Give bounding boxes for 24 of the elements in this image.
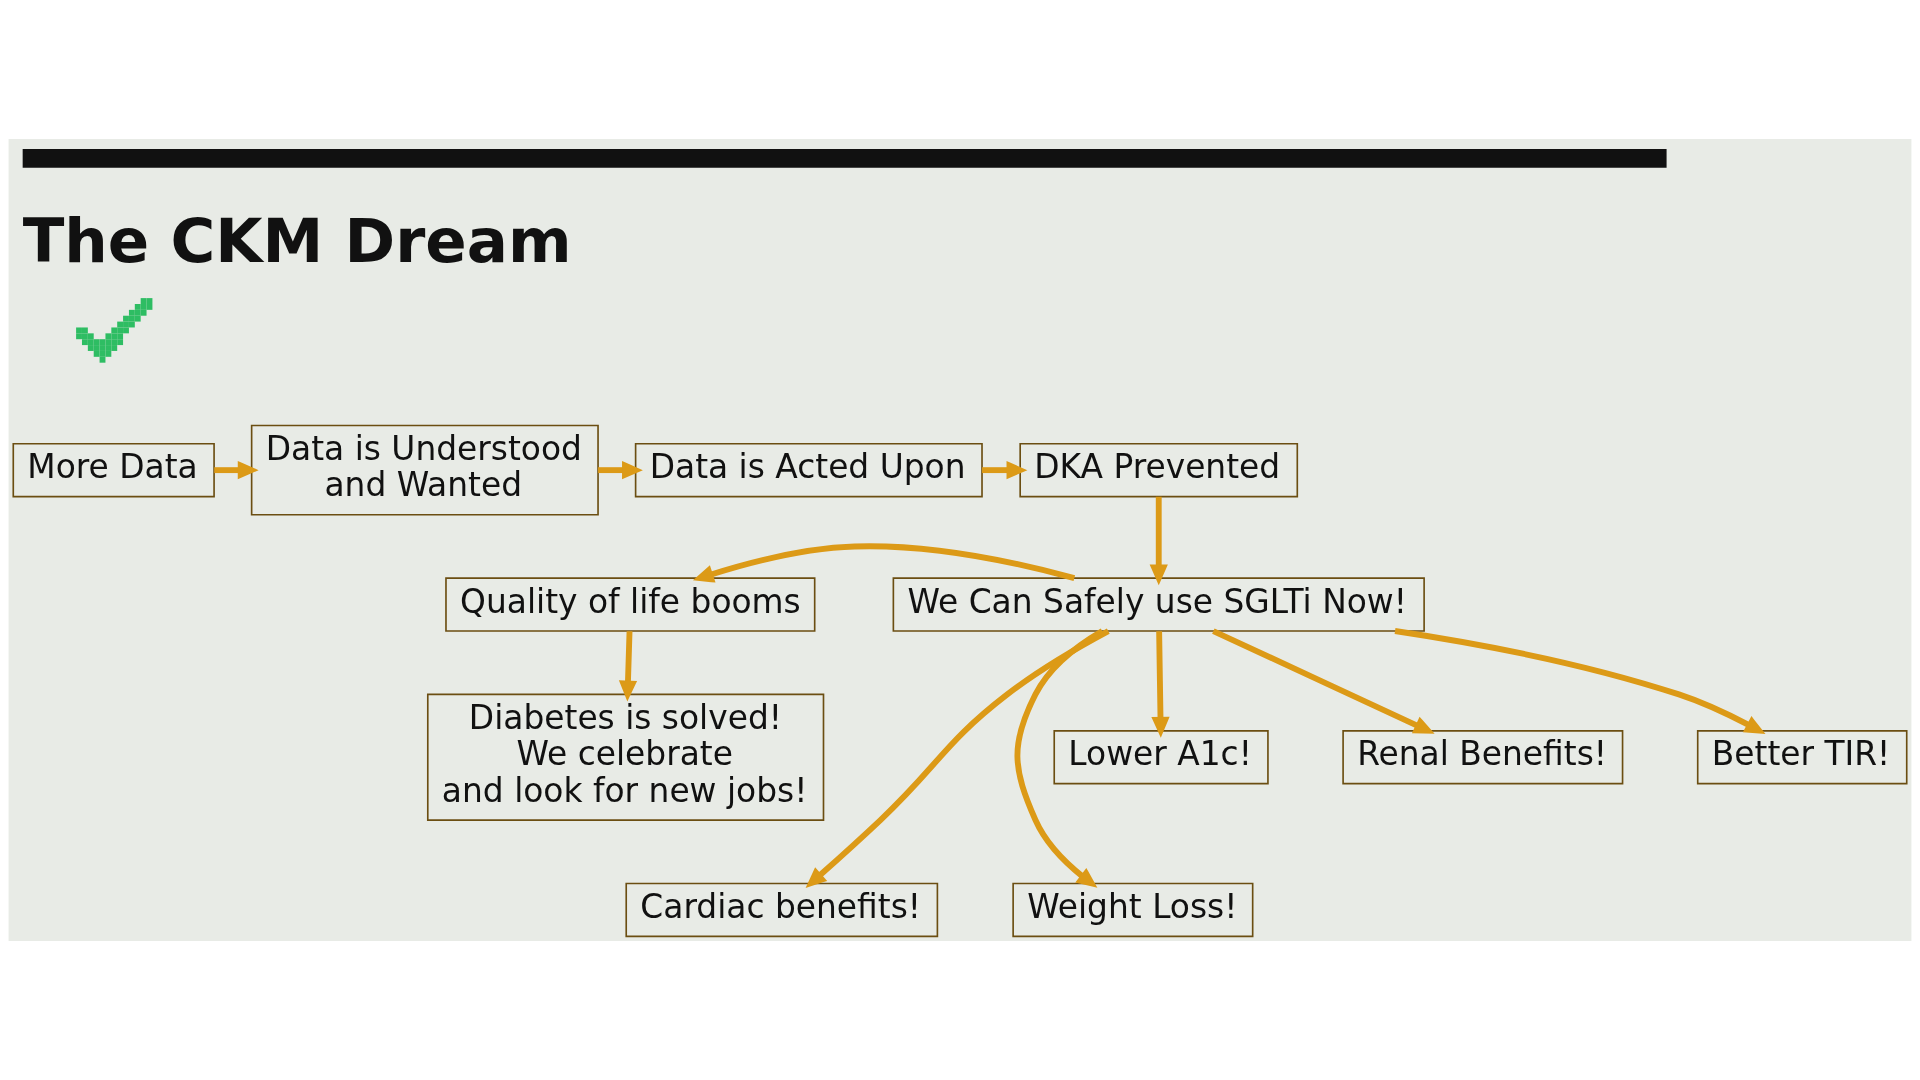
node-box: More Data: [12, 442, 215, 498]
diagram-title: The CKM Dream: [22, 205, 572, 277]
arrow: [1394, 628, 1766, 734]
node-box: Lower A1c!: [1053, 730, 1269, 785]
node-box: Diabetes is solved! We celebrate and look for new jobs!: [426, 693, 825, 821]
arrow: [214, 461, 259, 480]
node-box: Better TIR!: [1696, 730, 1908, 785]
arrow: [618, 631, 638, 702]
arrow: [805, 628, 1110, 888]
arrow: [1014, 628, 1104, 888]
node-box: Cardiac benefits!: [625, 882, 939, 938]
arrow: [982, 461, 1028, 480]
node-box: Quality of life booms: [445, 577, 816, 632]
node-box: Renal Benefits!: [1342, 730, 1624, 785]
node-box: Data is Understood and Wanted: [250, 424, 599, 516]
node-box: We Can Safely use SGLTi Now!: [892, 577, 1425, 632]
arrow: [598, 461, 643, 480]
node-box: DKA Prevented: [1019, 442, 1299, 498]
node-box: Data is Acted Upon: [634, 442, 983, 498]
arrow: [1149, 496, 1168, 586]
node-box: Weight Loss!: [1012, 882, 1254, 938]
arrow: [1151, 631, 1170, 738]
arrow: [1212, 628, 1435, 734]
arrow: [692, 543, 1076, 583]
